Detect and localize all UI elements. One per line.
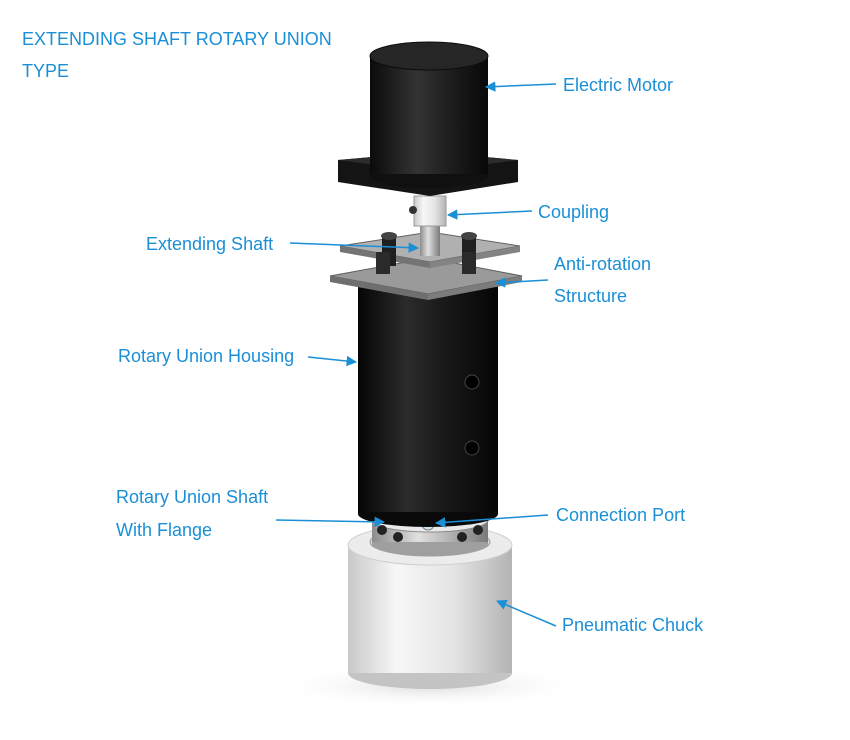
- arrow-extending-shaft: [289, 242, 420, 253]
- arrow-electric-motor: [484, 81, 557, 92]
- label-housing: Rotary Union Housing: [118, 346, 295, 366]
- label-extending-shaft: Extending Shaft: [146, 234, 274, 254]
- label-connection-port: Connection Port: [556, 505, 686, 525]
- title-line-1: EXTENDING SHAFT ROTARY UNION: [22, 29, 332, 49]
- diagram-title: EXTENDING SHAFT ROTARY UNION TYPE: [22, 24, 332, 87]
- label-coupling: Coupling: [538, 202, 610, 222]
- electric-motor-part: [338, 41, 518, 196]
- arrow-housing: [307, 355, 358, 367]
- arrow-anti-rotation: [494, 277, 549, 288]
- housing-part: [358, 282, 498, 527]
- arrow-shaft-flange: [275, 516, 386, 528]
- label-electric-motor: Electric Motor: [563, 75, 674, 95]
- label-anti-rotation-line-1: Anti-rotation: [554, 254, 652, 274]
- title-line-2: TYPE: [22, 60, 70, 81]
- label-shaft-flange-line-1: Rotary Union Shaft: [116, 487, 269, 507]
- arrow-pneumatic-chuck: [496, 599, 557, 627]
- leader-arrows: [275, 81, 557, 627]
- label-pneumatic-chuck: Pneumatic Chuck: [562, 615, 704, 635]
- shaft-coupling-part: [409, 195, 447, 256]
- label-anti-rotation-line-2: Structure: [554, 286, 628, 306]
- arrow-connection-port: [434, 514, 549, 528]
- label-shaft-flange-line-2: With Flange: [116, 520, 213, 540]
- arrow-coupling: [446, 209, 533, 220]
